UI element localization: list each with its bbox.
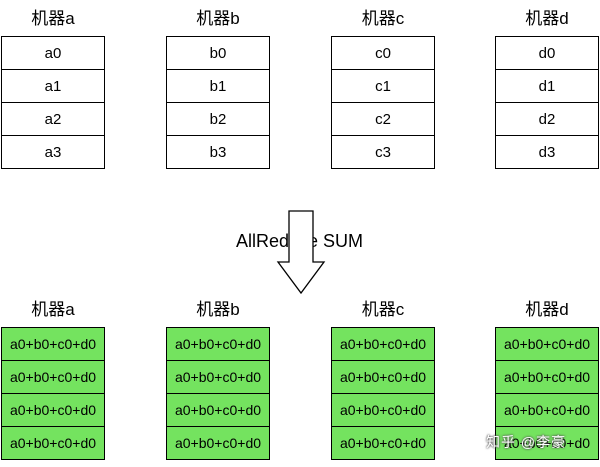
- data-cell: c2: [331, 102, 435, 136]
- data-stack: a0 a1 a2 a3: [1, 36, 105, 169]
- machine-label: 机器a: [31, 300, 75, 319]
- result-cell: a0+b0+c0+d0: [1, 360, 105, 394]
- result-cell: a0+b0+c0+d0: [331, 393, 435, 427]
- result-cell: a0+b0+c0+d0: [495, 327, 599, 361]
- result-cell: a0+b0+c0+d0: [166, 327, 270, 361]
- result-stack: a0+b0+c0+d0 a0+b0+c0+d0 a0+b0+c0+d0 a0+b…: [1, 327, 105, 460]
- result-cell: a0+b0+c0+d0: [331, 360, 435, 394]
- machine-label: 机器a: [31, 9, 75, 28]
- data-cell: d2: [495, 102, 599, 136]
- data-cell: a3: [1, 135, 105, 169]
- machine-label: 机器b: [196, 9, 240, 28]
- data-cell: c3: [331, 135, 435, 169]
- result-cell: a0+b0+c0+d0: [166, 426, 270, 460]
- result-cell: a0+b0+c0+d0: [166, 393, 270, 427]
- data-stack: c0 c1 c2 c3: [331, 36, 435, 169]
- result-stack: a0+b0+c0+d0 a0+b0+c0+d0 a0+b0+c0+d0 a0+b…: [166, 327, 270, 460]
- machine-label: 机器c: [361, 300, 405, 319]
- data-cell: b0: [166, 36, 270, 70]
- machine-label: 机器c: [361, 9, 405, 28]
- data-stack: d0 d1 d2 d3: [495, 36, 599, 169]
- result-cell: a0+b0+c0+d0: [166, 360, 270, 394]
- data-stack: b0 b1 b2 b3: [166, 36, 270, 169]
- result-cell: a0+b0+c0+d0: [331, 327, 435, 361]
- result-cell: a0+b0+c0+d0: [1, 327, 105, 361]
- data-cell: d3: [495, 135, 599, 169]
- data-cell: d1: [495, 69, 599, 103]
- watermark: 知乎 @李豪: [486, 434, 567, 450]
- machine-label: 机器b: [196, 300, 240, 319]
- result-cell: a0+b0+c0+d0: [1, 393, 105, 427]
- data-cell: b2: [166, 102, 270, 136]
- data-cell: a1: [1, 69, 105, 103]
- machine-label: 机器d: [525, 300, 569, 319]
- down-arrow-icon: [276, 210, 326, 295]
- result-cell: a0+b0+c0+d0: [1, 426, 105, 460]
- result-cell: a0+b0+c0+d0: [331, 426, 435, 460]
- result-stack: a0+b0+c0+d0 a0+b0+c0+d0 a0+b0+c0+d0 a0+b…: [495, 327, 599, 460]
- data-cell: d0: [495, 36, 599, 70]
- data-cell: b1: [166, 69, 270, 103]
- result-stack: a0+b0+c0+d0 a0+b0+c0+d0 a0+b0+c0+d0 a0+b…: [331, 327, 435, 460]
- data-cell: b3: [166, 135, 270, 169]
- result-cell: a0+b0+c0+d0: [495, 393, 599, 427]
- data-cell: a0: [1, 36, 105, 70]
- result-cell: a0+b0+c0+d0: [495, 426, 599, 460]
- result-cell: a0+b0+c0+d0: [495, 360, 599, 394]
- data-cell: c0: [331, 36, 435, 70]
- data-cell: a2: [1, 102, 105, 136]
- machine-label: 机器d: [525, 9, 569, 28]
- data-cell: c1: [331, 69, 435, 103]
